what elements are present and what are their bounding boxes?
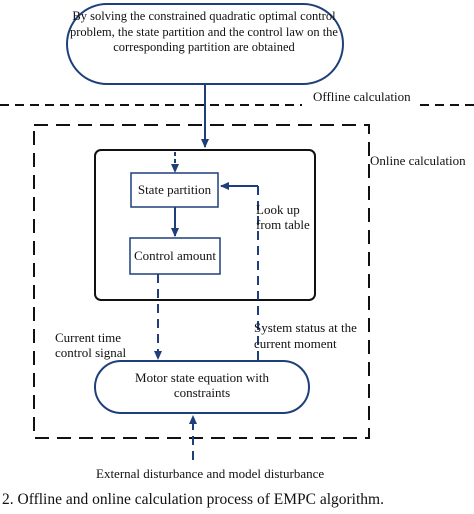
control-amount-label: Control amount xyxy=(134,248,216,263)
motor-equation-label-line2: constraints xyxy=(173,385,231,400)
system-status-label-line2: current moment xyxy=(254,336,337,351)
motor-equation-box xyxy=(94,360,310,414)
figure-caption: 2. Offline and online calculation proces… xyxy=(2,491,384,508)
system-status-label-line1: System status at the xyxy=(254,320,357,335)
state-partition-label: State partition xyxy=(137,182,212,197)
control-amount-box xyxy=(129,237,221,275)
top-box-text: By solving the constrained quadratic opt… xyxy=(70,9,338,54)
current-time-label-line1: Current time xyxy=(55,330,122,345)
disturbance-label: External disturbance and model disturban… xyxy=(96,466,325,481)
controller-box xyxy=(94,149,316,301)
online-calculation-label: Online calculation xyxy=(370,153,466,168)
online-region-box xyxy=(33,124,370,439)
look-up-label-line1: Look up xyxy=(256,202,300,217)
current-time-label-line2: control signal xyxy=(55,345,127,360)
motor-equation-label-line1: Motor state equation with xyxy=(135,370,269,385)
offline-calculation-label: Offline calculation xyxy=(313,89,411,104)
look-up-label-line2: from table xyxy=(256,217,310,232)
